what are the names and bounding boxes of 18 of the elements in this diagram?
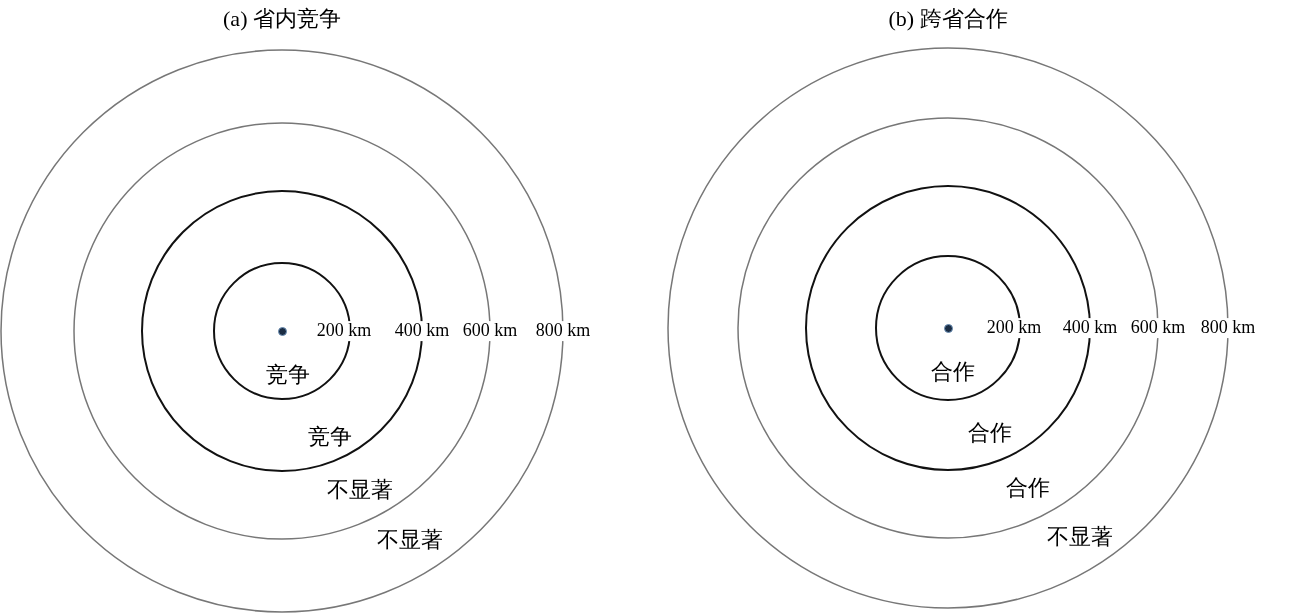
distance-label: 800 km [1198, 318, 1258, 338]
distance-label: 200 km [984, 318, 1044, 338]
zone-label: 竞争 [266, 362, 310, 388]
zone-label: 不显著 [327, 477, 393, 503]
panel-title: (a) 省内竞争 [223, 5, 341, 33]
distance-label: 800 km [533, 321, 593, 341]
distance-label: 400 km [392, 321, 452, 341]
zone-label: 不显著 [377, 527, 443, 553]
zone-label: 合作 [1006, 475, 1050, 501]
zone-label: 不显著 [1047, 524, 1113, 550]
distance-label: 600 km [1128, 318, 1188, 338]
zone-label: 合作 [968, 420, 1012, 446]
distance-label: 200 km [314, 321, 374, 341]
zone-label: 合作 [931, 359, 975, 385]
distance-label: 600 km [460, 321, 520, 341]
distance-label: 400 km [1060, 318, 1120, 338]
panel-title: (b) 跨省合作 [888, 5, 1008, 33]
zone-label: 竞争 [308, 424, 352, 450]
